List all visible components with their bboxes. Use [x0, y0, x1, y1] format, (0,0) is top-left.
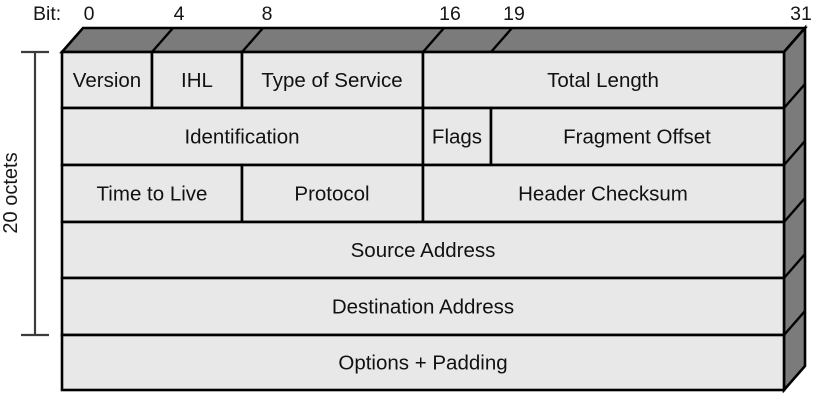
field-time-to-live: [60, 163, 244, 224]
field-identification-label: Identification: [184, 126, 299, 149]
bit-tick-19: 19: [503, 3, 525, 25]
bit-tick-0: 0: [84, 3, 95, 25]
top-face-divider-bit16: [422, 27, 445, 53]
field-protocol-label: Protocol: [294, 183, 369, 206]
side-face-divider-row2: [783, 140, 806, 166]
field-header-checksum-label: Header Checksum: [518, 183, 688, 206]
side-face-divider-row3: [783, 197, 806, 223]
top-face-divider-bit19: [490, 27, 513, 53]
bit-tick-16: 16: [439, 3, 461, 25]
field-total-length: [421, 50, 786, 110]
field-options-padding: [60, 333, 786, 392]
bit-tick-31: 31: [790, 3, 812, 25]
field-destination-address: [60, 276, 786, 337]
top-face-divider-bit8: [241, 27, 264, 53]
side-face-divider-row1: [783, 83, 806, 109]
field-destination-address-label: Destination Address: [332, 296, 514, 319]
field-type-of-service-label: Type of Service: [261, 69, 402, 92]
field-time-to-live-label: Time to Live: [97, 183, 208, 206]
field-protocol: [240, 163, 425, 224]
side-face-divider-row4: [783, 253, 806, 279]
field-flags-label: Flags: [432, 126, 482, 149]
side-face-divider-row5: [783, 310, 806, 336]
field-type-of-service: [240, 50, 425, 110]
field-version: [60, 50, 154, 110]
field-source-address: [60, 220, 786, 280]
bit-tick-8: 8: [262, 3, 273, 25]
field-identification: [60, 106, 425, 167]
bit-tick-4: 4: [174, 3, 185, 25]
field-version-label: Version: [73, 69, 141, 92]
top-face-divider-bit4: [151, 27, 174, 53]
octets-bracket: [21, 50, 49, 337]
octets-bracket-label: 20 octets: [0, 152, 22, 233]
field-total-length-label: Total Length: [547, 69, 659, 92]
field-flags: [421, 106, 493, 167]
field-source-address-label: Source Address: [351, 239, 496, 262]
field-ihl-label: IHL: [181, 69, 213, 92]
bit-ruler-title: Bit:: [33, 3, 61, 25]
field-options-padding-label: Options + Padding: [338, 352, 507, 375]
field-fragment-offset-label: Fragment Offset: [563, 126, 711, 149]
